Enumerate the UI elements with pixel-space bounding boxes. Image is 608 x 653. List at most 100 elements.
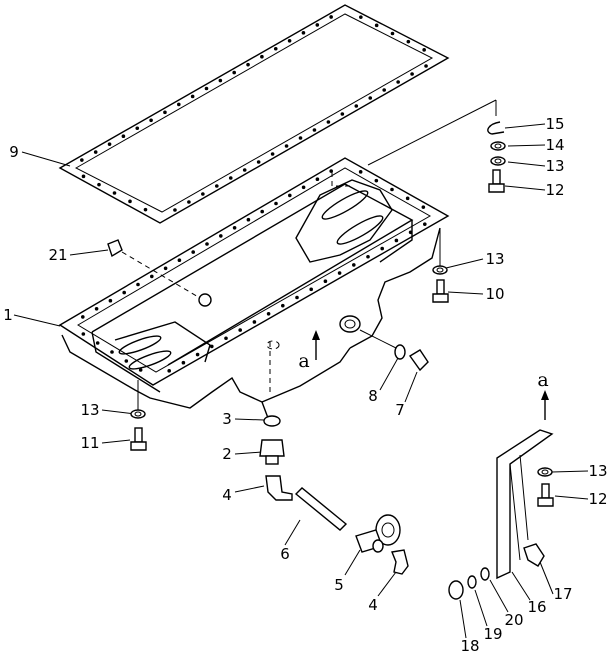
bolt-hole bbox=[298, 136, 303, 140]
bolt-hole bbox=[177, 102, 181, 107]
bolt-hole bbox=[187, 200, 191, 204]
bolt-hole bbox=[122, 290, 126, 295]
bolt-hole bbox=[352, 263, 356, 267]
callout-c7: 7 bbox=[395, 401, 405, 419]
bolt-hole bbox=[340, 112, 345, 116]
bolt-hole bbox=[374, 178, 379, 183]
bolt-hole bbox=[260, 54, 264, 59]
bolt-hole bbox=[81, 174, 86, 179]
elbow-17 bbox=[523, 543, 545, 567]
bolt-hole bbox=[396, 80, 400, 84]
bolt-hole bbox=[329, 169, 334, 173]
bolt-hole bbox=[252, 320, 257, 324]
view-marker-a2: a bbox=[537, 369, 548, 391]
bolt-hole bbox=[273, 46, 278, 51]
clip-15 bbox=[487, 121, 505, 135]
bolt-hole bbox=[97, 182, 101, 187]
bolt-hole bbox=[149, 118, 153, 123]
bolt-hole bbox=[215, 184, 219, 188]
bolt-hole bbox=[315, 177, 320, 181]
view-marker-a1: a bbox=[298, 350, 309, 372]
bolt-hole bbox=[406, 39, 411, 44]
bolt-hole bbox=[394, 238, 399, 243]
bracket-16 bbox=[496, 429, 554, 580]
bolt-hole bbox=[295, 295, 299, 300]
callout-c5: 5 bbox=[334, 576, 344, 594]
callout-c18: 18 bbox=[460, 637, 479, 653]
bolt-hole bbox=[421, 205, 426, 209]
bolt-hole bbox=[190, 94, 195, 99]
bolt-hole bbox=[80, 158, 84, 162]
bolt-hole bbox=[326, 120, 331, 124]
pipe-6 bbox=[294, 487, 348, 531]
callout-c13a: 13 bbox=[545, 157, 564, 175]
bolt-12-bracket bbox=[537, 483, 554, 507]
bolt-hole bbox=[390, 187, 394, 192]
bolt-hole bbox=[301, 185, 306, 190]
callout-c20: 20 bbox=[504, 611, 523, 629]
bolt-hole bbox=[410, 72, 414, 76]
callout-c21: 21 bbox=[48, 246, 67, 264]
callout-c13b: 13 bbox=[485, 250, 504, 268]
bolt-10 bbox=[432, 279, 449, 303]
bolt-hole bbox=[232, 70, 236, 75]
oil-pan-1 bbox=[58, 157, 450, 419]
bolt-hole bbox=[181, 360, 186, 365]
callout-c6: 6 bbox=[280, 545, 290, 563]
bolt-hole bbox=[281, 303, 285, 308]
callout-c15: 15 bbox=[545, 115, 564, 133]
bolt-hole bbox=[150, 274, 154, 279]
bolt-hole bbox=[135, 126, 140, 131]
bolt-hole bbox=[359, 15, 363, 19]
drain-plug-7 bbox=[408, 349, 429, 372]
bolt-hole bbox=[284, 144, 289, 148]
bolt-hole bbox=[201, 192, 205, 196]
bolt-hole bbox=[81, 332, 86, 336]
callout-c4b: 4 bbox=[368, 596, 378, 614]
callout-c3: 3 bbox=[222, 410, 232, 428]
bolt-hole bbox=[95, 341, 100, 345]
bolt-hole bbox=[204, 86, 209, 91]
washer-13-right bbox=[432, 265, 448, 275]
elbow-4-upper bbox=[265, 475, 293, 501]
washer-20 bbox=[480, 567, 490, 581]
callout-c13d: 13 bbox=[588, 462, 607, 480]
bolt-hole bbox=[191, 250, 195, 254]
bolt-hole bbox=[274, 201, 278, 206]
bolt-hole bbox=[121, 134, 126, 138]
bolt-hole bbox=[195, 352, 200, 357]
bolt-hole bbox=[288, 193, 292, 198]
leader-lines bbox=[13, 99, 589, 639]
callout-c16: 16 bbox=[527, 598, 546, 616]
bolt-hole bbox=[167, 369, 171, 373]
bolt-hole bbox=[238, 328, 242, 332]
bolt-hole bbox=[242, 168, 247, 172]
bolt-hole bbox=[205, 242, 209, 246]
view-arrow-a-pan bbox=[312, 330, 320, 360]
callout-c4a: 4 bbox=[222, 486, 232, 504]
bolt-hole bbox=[358, 170, 363, 174]
elbow-4-lower bbox=[391, 549, 409, 575]
bolt-hole bbox=[218, 78, 223, 83]
bolt-hole bbox=[124, 359, 129, 363]
view-arrow-a-bracket bbox=[541, 390, 549, 420]
bolt-hole bbox=[329, 15, 333, 19]
bolt-hole bbox=[224, 336, 228, 341]
bolt-hole bbox=[408, 230, 413, 235]
callout-c13c: 13 bbox=[80, 401, 99, 419]
bolt-hole bbox=[110, 350, 114, 354]
bolt-hole bbox=[312, 128, 317, 132]
bolt-hole bbox=[287, 39, 292, 43]
bolt-hole bbox=[422, 48, 426, 52]
bolt-hole bbox=[143, 207, 148, 212]
callout-c12a: 12 bbox=[545, 181, 564, 199]
bolt-hole bbox=[382, 88, 387, 92]
bolt-hole bbox=[107, 142, 112, 146]
callout-c17: 17 bbox=[553, 585, 572, 603]
bolt-hole bbox=[177, 258, 182, 263]
bolt-hole bbox=[173, 208, 177, 212]
bolt-hole bbox=[256, 160, 261, 164]
